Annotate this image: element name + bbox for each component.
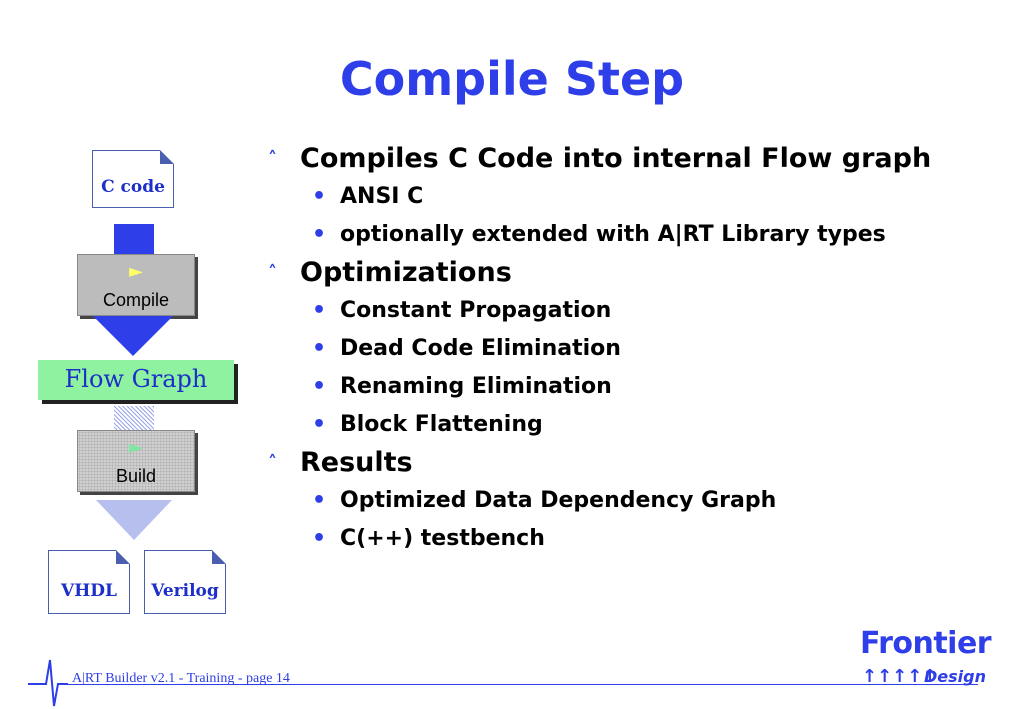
frontier-logo: Frontier <box>860 626 992 661</box>
sub-bullet: • Optimized Data Dependency Graph <box>268 482 1008 520</box>
bullet-list: ˄ Compiles C Code into internal Flow gra… <box>268 140 1008 558</box>
dot-bullet-icon: • <box>312 184 327 209</box>
flow-graph-label: Flow Graph <box>64 365 208 393</box>
footer-text: A|RT Builder v2.1 - Training - page 14 <box>72 671 290 686</box>
slide-title: Compile Step <box>339 52 685 106</box>
bullet-optimizations: ˄ Optimizations <box>268 254 1008 292</box>
sub-bullet-text: Constant Propagation <box>340 298 612 323</box>
sub-bullet-text: optionally extended with A|RT Library ty… <box>340 222 886 247</box>
flow-graph-box: Flow Graph <box>38 360 234 400</box>
c-code-document: C code <box>92 150 174 208</box>
dot-bullet-icon: • <box>312 488 327 513</box>
logo-arrows-icon: ↑↑↑↑↑ <box>862 666 938 687</box>
sub-bullet: • Dead Code Elimination <box>268 330 1008 368</box>
bullet-results: ˄ Results <box>268 444 1008 482</box>
caret-bullet-icon: ˄ <box>268 262 277 283</box>
page-fold-icon <box>116 550 130 564</box>
sub-bullet: • optionally extended with A|RT Library t… <box>268 216 1008 254</box>
bullet-compiles: ˄ Compiles C Code into internal Flow gra… <box>268 140 1008 178</box>
sub-bullet-text: Dead Code Elimination <box>340 336 621 361</box>
sub-bullet-text: Block Flattening <box>340 412 543 437</box>
bullet-text: Optimizations <box>300 257 512 288</box>
sub-bullet-text: Renaming Elimination <box>340 374 612 399</box>
play-icon: ► <box>129 261 143 282</box>
design-logo-text: Design <box>924 667 986 686</box>
sub-bullet: • Renaming Elimination <box>268 368 1008 406</box>
flow-connector <box>114 224 154 256</box>
dot-bullet-icon: • <box>312 222 327 247</box>
caret-bullet-icon: ˄ <box>268 452 277 473</box>
hatched-connector <box>114 406 154 432</box>
sub-bullet: • Constant Propagation <box>268 292 1008 330</box>
bullet-text: Compiles C Code into internal Flow graph <box>300 143 932 174</box>
play-icon: ► <box>129 437 143 458</box>
compile-label: Compile <box>102 290 170 310</box>
sub-bullet: • C(++) testbench <box>268 520 1008 558</box>
verilog-label: Verilog <box>151 581 219 601</box>
dot-bullet-icon: • <box>312 374 327 399</box>
verilog-document: Verilog <box>144 550 226 614</box>
vhdl-document: VHDL <box>48 550 130 614</box>
sub-bullet: • Block Flattening <box>268 406 1008 444</box>
build-label: Build <box>115 466 157 486</box>
pulse-icon <box>28 659 68 707</box>
dot-bullet-icon: • <box>312 526 327 551</box>
page-fold-icon <box>212 550 226 564</box>
bullet-text: Results <box>300 447 413 478</box>
sub-bullet: • ANSI C <box>268 178 1008 216</box>
footer-line <box>58 684 978 685</box>
dot-bullet-icon: • <box>312 412 327 437</box>
dot-bullet-icon: • <box>312 298 327 323</box>
sub-bullet-text: Optimized Data Dependency Graph <box>340 488 777 513</box>
down-arrow-icon <box>93 316 173 356</box>
compile-step-box: ► Compile <box>77 254 195 316</box>
dot-bullet-icon: • <box>312 336 327 361</box>
sub-bullet-text: C(++) testbench <box>340 526 545 551</box>
down-arrow-icon <box>96 500 172 540</box>
page-fold-icon <box>160 150 174 164</box>
caret-bullet-icon: ˄ <box>268 148 277 169</box>
build-step-box: ► Build <box>77 430 195 492</box>
sub-bullet-text: ANSI C <box>340 184 424 209</box>
c-code-label: C code <box>101 177 165 197</box>
vhdl-label: VHDL <box>61 581 117 601</box>
